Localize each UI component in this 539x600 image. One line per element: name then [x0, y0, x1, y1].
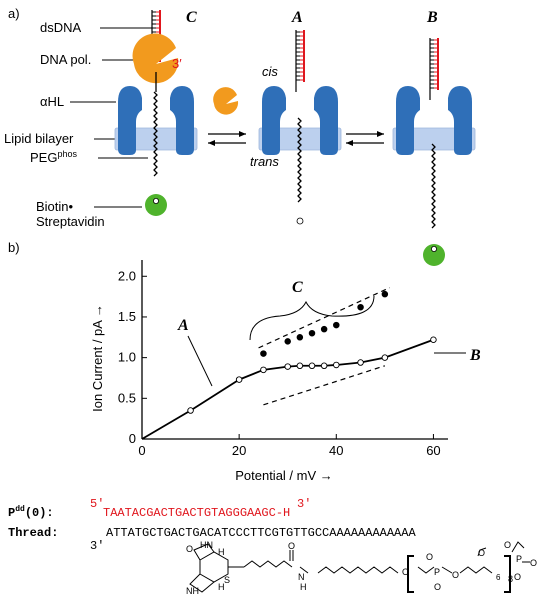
state-c-label: C: [186, 9, 197, 26]
atom-o1: O: [186, 544, 193, 554]
x-tick-label-1: 20: [232, 443, 246, 458]
series-1-point-5: [333, 321, 340, 329]
pdd-label: Pdd(0):: [8, 505, 54, 520]
streptavidin-label: Streptavidin: [36, 214, 105, 229]
panel-a-letter: a): [8, 6, 20, 21]
atom-o10: O: [514, 572, 521, 582]
curve-label-c: C: [292, 279, 303, 296]
series-0-point-8: [333, 361, 340, 369]
guide-line-1: [263, 365, 386, 406]
cis-label: cis: [262, 64, 278, 79]
x-tick-label-2: 40: [329, 443, 343, 458]
y-tick-label-2: 1.0: [118, 350, 136, 365]
equilibrium-arrow-ab: [346, 131, 384, 146]
atom-o5: O: [426, 552, 433, 562]
alpha-hl-label: αHL: [40, 94, 64, 109]
y-tick-label-0: 0: [129, 431, 136, 446]
x-tick-label-0: 0: [138, 443, 145, 458]
series-1-point-7: [381, 290, 389, 298]
series-0-point-4: [284, 363, 291, 370]
peg-label: PEGphos: [30, 149, 77, 165]
series-1-point-6: [357, 303, 364, 311]
curve-a-leader: [187, 335, 213, 387]
dna-a: [295, 29, 305, 93]
pdd-sequence: TAATACGACTGACTGTAGGGAAGC-H: [103, 506, 290, 520]
x-tick-label-3: 60: [426, 443, 440, 458]
atom-s: S: [224, 575, 230, 585]
series-1-point-2: [296, 334, 304, 341]
series-0-point-7: [320, 362, 328, 370]
dna-b: [429, 37, 439, 101]
thread-sequence: ATTATGCTGACTGACATCCCTTCGTGTTGCCAAAAAAAAA…: [106, 526, 416, 540]
streptavidin-bead-c: [145, 194, 167, 216]
thread-label: Thread:: [8, 526, 58, 540]
x-axis-label: Potential / mV →: [235, 468, 333, 483]
curve-c-brace: [249, 295, 375, 341]
series-1-point-1: [284, 338, 291, 345]
series-1-point-0: [260, 350, 267, 357]
polymerase-c: [132, 33, 179, 84]
lipid-bilayer-label: Lipid bilayer: [4, 131, 74, 146]
series-1-point-4: [320, 325, 328, 333]
dna-pol-label: DNA pol.: [40, 52, 91, 67]
atom-o3: O: [402, 567, 409, 577]
streptavidin-bead-b: [423, 244, 445, 266]
series-0-point-6: [308, 362, 316, 370]
repeat-8: 8: [508, 574, 513, 584]
y-tick-label-3: 1.5: [118, 309, 136, 324]
atom-p2: P: [516, 554, 522, 564]
atom-o4: O: [434, 582, 441, 592]
thread-3prime: 3′: [90, 539, 104, 553]
series-line-0: [141, 338, 434, 440]
atom-o7: O: [478, 548, 485, 558]
series-0-point-5: [296, 362, 304, 370]
series-0-point-3: [260, 366, 267, 374]
biotin-label: Biotin•: [36, 199, 74, 214]
state-a-label: A: [291, 9, 303, 26]
free-polymerase: [213, 87, 239, 115]
series-0-point-2: [235, 376, 243, 383]
panel-b-letter: b): [8, 240, 20, 255]
curve-label-a: A: [177, 317, 189, 334]
atom-o6: O: [452, 570, 459, 580]
trans-label: trans: [250, 154, 279, 169]
biotin-c: [152, 197, 159, 204]
peg-b: [431, 143, 436, 229]
curve-label-b: B: [469, 347, 481, 364]
atom-h1: H: [218, 547, 225, 557]
series-0-point-10: [381, 354, 389, 361]
equilibrium-arrow-ca: [208, 131, 246, 146]
pore-b: [392, 85, 476, 156]
atom-o2: O: [288, 541, 295, 551]
series-0-point-1: [187, 407, 194, 414]
atom-h2: H: [218, 582, 225, 592]
ion-current-chart: 0 20 40 60 0 0.5 1.0 1.5 2.0: [118, 260, 448, 458]
guide-line-0: [258, 287, 390, 349]
repeat-6: 6: [496, 573, 501, 582]
dsdna-label: dsDNA: [40, 20, 82, 35]
state-b-label: B: [426, 9, 438, 26]
atom-o9: O: [530, 558, 537, 568]
y-tick-label-4: 2.0: [118, 268, 136, 283]
atom-nh: NH: [186, 586, 199, 596]
pdd-5prime: 5′: [90, 497, 104, 511]
atom-hn: HN: [200, 540, 213, 550]
atom-o8: O: [504, 540, 511, 550]
y-axis-label: Ion Current / pA →: [90, 304, 105, 412]
atom-n: N: [298, 572, 305, 582]
pdd-3prime: 3′: [297, 497, 311, 511]
atom-p1: P: [434, 567, 440, 577]
prime-3-c: 3′: [172, 56, 182, 71]
y-tick-label-1: 0.5: [118, 390, 136, 405]
atom-h3: H: [300, 582, 307, 592]
biotin-peg-structure: O HN NH H H S O N H O P O O O O O P O O …: [186, 540, 537, 596]
biotin-b: [430, 245, 437, 252]
series-1-point-3: [308, 329, 316, 337]
series-0-point-11: [430, 336, 437, 343]
series-0-point-9: [357, 359, 364, 366]
biotin-a: [296, 217, 304, 225]
